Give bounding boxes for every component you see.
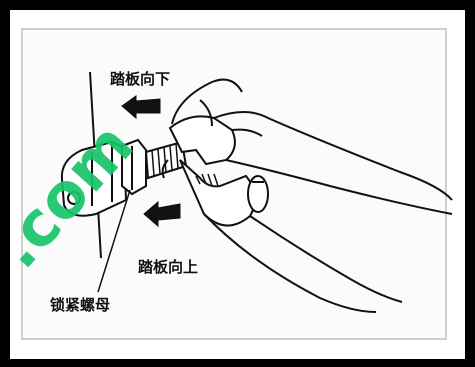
arrow-pedal-down [121,95,161,120]
lock-nut [121,138,147,196]
label-pedal-up: 踏板向上 [138,258,199,276]
clevis-pin-hole [67,191,81,205]
label-lock-nut: 锁紧螺母 [50,296,111,314]
clevis-part [60,140,128,217]
locknut-leader-line [97,189,131,293]
label-pedal-down: 踏板向下 [110,70,171,88]
adjuster-screw [247,175,269,213]
hand-outline [161,78,243,179]
wrench-head [168,115,257,227]
arrow-pedal-up [143,200,181,228]
wrench-handle [203,111,453,313]
